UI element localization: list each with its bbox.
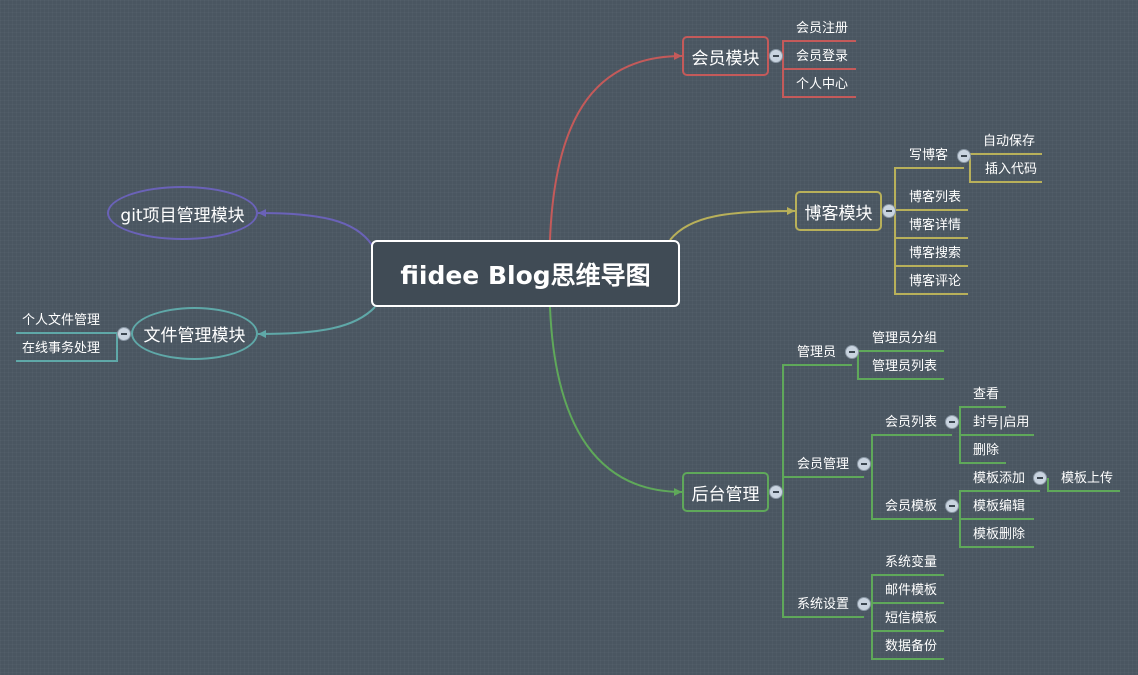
blog-search-node[interactable]: 博客搜索 [909,246,962,261]
member-delete-node[interactable]: 删除 [973,443,1000,458]
template-upload-node[interactable]: 模板上传 [1061,471,1114,486]
blog-module-node[interactable]: 博客模块 [795,191,882,231]
collapse-icon[interactable] [769,49,783,63]
admin-member-list-node[interactable]: 会员列表 [885,415,938,430]
blog-write-node[interactable]: 写博客 [909,148,949,163]
collapse-icon[interactable] [945,415,959,429]
member-view-node[interactable]: 查看 [973,387,1000,402]
blog-comment-node[interactable]: 博客评论 [909,274,962,289]
git-module-node[interactable]: git项目管理模块 [107,186,258,240]
collapse-icon[interactable] [857,597,871,611]
root-node[interactable]: fiidee Blog思维导图 [371,240,680,307]
settings-backup-node[interactable]: 数据备份 [885,639,938,654]
admin-manager-node[interactable]: 管理员 [797,345,837,360]
member-center-node[interactable]: 个人中心 [796,77,849,92]
collapse-icon[interactable] [957,149,971,163]
admin-member-mgmt-node[interactable]: 会员管理 [797,457,850,472]
collapse-icon[interactable] [117,327,131,341]
template-edit-node[interactable]: 模板编辑 [973,499,1026,514]
member-login-node[interactable]: 会员登录 [796,49,849,64]
admin-module-node[interactable]: 后台管理 [682,472,769,512]
collapse-icon[interactable] [945,499,959,513]
collapse-icon[interactable] [882,204,896,218]
settings-sms-template-node[interactable]: 短信模板 [885,611,938,626]
collapse-icon[interactable] [857,457,871,471]
collapse-icon[interactable] [1033,471,1047,485]
collapse-icon[interactable] [845,345,859,359]
template-delete-node[interactable]: 模板删除 [973,527,1026,542]
file-module-node[interactable]: 文件管理模块 [131,307,258,360]
file-online-node[interactable]: 在线事务处理 [22,341,101,356]
blog-insert-code-node[interactable]: 插入代码 [985,162,1038,177]
member-ban-node[interactable]: 封号|启用 [973,415,1030,430]
blog-list-node[interactable]: 博客列表 [909,190,962,205]
admin-manager-list-node[interactable]: 管理员列表 [872,359,938,374]
template-add-node[interactable]: 模板添加 [973,471,1026,486]
settings-email-template-node[interactable]: 邮件模板 [885,583,938,598]
admin-manager-group-node[interactable]: 管理员分组 [872,331,938,346]
member-module-node[interactable]: 会员模块 [682,36,769,76]
blog-detail-node[interactable]: 博客详情 [909,218,962,233]
member-register-node[interactable]: 会员注册 [796,21,849,36]
admin-member-template-node[interactable]: 会员模板 [885,499,938,514]
admin-settings-node[interactable]: 系统设置 [797,597,850,612]
collapse-icon[interactable] [769,485,783,499]
file-personal-node[interactable]: 个人文件管理 [22,313,101,328]
settings-variables-node[interactable]: 系统变量 [885,555,938,570]
blog-autosave-node[interactable]: 自动保存 [983,134,1036,149]
